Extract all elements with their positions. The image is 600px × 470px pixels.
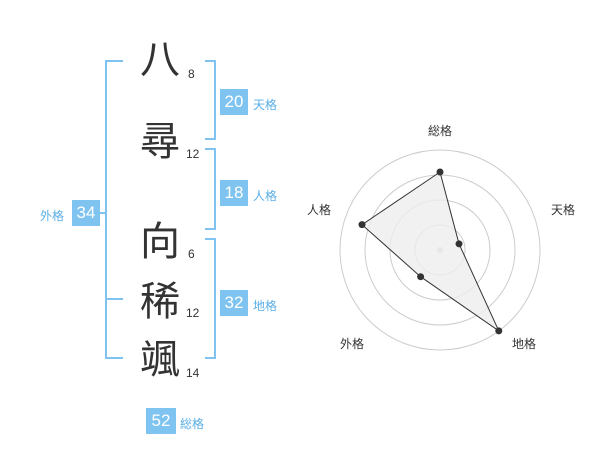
radar-axis-label-soukaku: 総格 xyxy=(428,124,453,138)
gaikaku-value-badge: 34 xyxy=(72,200,100,226)
gaikaku-label: 外格 xyxy=(40,209,65,223)
name-char-2: 尋 xyxy=(140,119,180,165)
radar-ring-4 xyxy=(339,149,541,351)
gaikaku-bracket-tick xyxy=(97,212,106,214)
tenkaku-bracket xyxy=(205,60,216,140)
gaikaku-bracket xyxy=(105,60,123,359)
tenkaku-value-badge: 20 xyxy=(220,89,248,115)
name-char-4: 稀 xyxy=(140,279,180,325)
radar-point-1 xyxy=(436,168,444,176)
soukaku-label: 総格 xyxy=(180,417,205,431)
chikaku-value-badge: 32 xyxy=(220,290,248,316)
radar-axis-label-tenkaku: 天格 xyxy=(551,203,576,217)
radar-point-5 xyxy=(358,221,366,229)
radar-point-2 xyxy=(455,240,463,248)
stroke-count-2: 12 xyxy=(186,147,200,161)
name-char-5: 颯 xyxy=(140,337,180,383)
chikaku-label: 地格 xyxy=(253,299,278,313)
radar-axis-label-chikaku: 地格 xyxy=(512,337,537,351)
jinkaku-label: 人格 xyxy=(253,189,278,203)
soukaku-value-badge: 52 xyxy=(146,408,176,434)
stroke-count-1: 8 xyxy=(188,67,195,81)
gaikaku-bracket-divider xyxy=(105,298,123,300)
chikaku-bracket xyxy=(205,238,216,359)
radar-points xyxy=(358,168,503,335)
name-char-1: 八 xyxy=(140,37,180,83)
stroke-count-4: 12 xyxy=(186,306,200,320)
stroke-count-5: 14 xyxy=(186,366,200,380)
name-char-3: 向 xyxy=(140,219,180,265)
radar-axis-label-gaikaku: 外格 xyxy=(340,337,365,351)
radar-shape xyxy=(361,171,501,333)
tenkaku-label: 天格 xyxy=(253,98,278,112)
radar-point-4 xyxy=(417,273,425,281)
stroke-count-3: 6 xyxy=(188,247,195,261)
jinkaku-bracket xyxy=(205,148,216,230)
jinkaku-value-badge: 18 xyxy=(220,180,248,206)
radar-axis-label-jinkaku: 人格 xyxy=(307,203,332,217)
radar-point-3 xyxy=(495,327,503,335)
